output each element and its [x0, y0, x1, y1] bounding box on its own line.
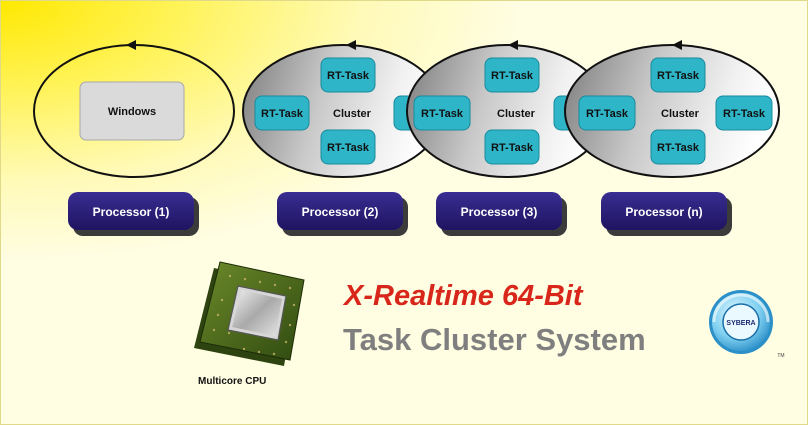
cpu-caption: Multicore CPU [198, 376, 267, 387]
processor-n-label: Processor (n) [625, 205, 702, 219]
rt-task-box [484, 57, 540, 93]
cluster-label: Cluster [661, 108, 700, 120]
rt-task-box [578, 95, 636, 131]
processor-n-group: RT-Task RT-Task Cluster RT-Task RT-Task … [564, 40, 780, 236]
rt-task-label: RT-Task [327, 70, 370, 82]
title-line-2: Task Cluster System [343, 322, 646, 357]
rt-task-label: RT-Task [586, 108, 629, 120]
rt-task-box [320, 129, 376, 165]
processor-3-label: Processor (3) [461, 205, 538, 219]
rt-task-box [320, 57, 376, 93]
rt-task-label: RT-Task [261, 108, 304, 120]
rt-task-label: RT-Task [491, 142, 534, 154]
processor-n-box [601, 192, 727, 230]
processor-1-box [68, 192, 194, 230]
rt-task-box [715, 95, 773, 131]
rt-task-box [413, 95, 471, 131]
rt-task-box [650, 57, 706, 93]
rt-task-label: RT-Task [657, 70, 700, 82]
cluster-label: Cluster [497, 108, 536, 120]
rt-task-box [650, 129, 706, 165]
processor-1-label: Processor (1) [93, 205, 170, 219]
windows-label: Windows [108, 106, 156, 118]
orbit-arrow-icon [508, 40, 518, 50]
sybera-logo-text: SYBERA [726, 320, 755, 327]
processor-3-box [436, 192, 562, 230]
processor-2-label: Processor (2) [302, 205, 379, 219]
orbit-arrow-icon [126, 40, 136, 50]
rt-task-box [484, 129, 540, 165]
orbit-arrow-icon [346, 40, 356, 50]
rt-task-label: RT-Task [421, 108, 464, 120]
cpu-chip-icon [194, 261, 305, 366]
processor-1-group: Windows Processor (1) [33, 40, 235, 236]
orbit-arrow-icon [672, 40, 682, 50]
rt-task-label: RT-Task [327, 142, 370, 154]
processor-2-box [277, 192, 403, 230]
rt-task-label: RT-Task [657, 142, 700, 154]
title-line-1: X-Realtime 64-Bit [344, 280, 583, 312]
trademark-mark: TM [777, 353, 784, 359]
rt-task-label: RT-Task [723, 108, 766, 120]
cluster-label: Cluster [333, 108, 372, 120]
windows-box [79, 81, 185, 141]
rt-task-label: RT-Task [491, 70, 534, 82]
sybera-logo: SYBERA TM [709, 290, 785, 359]
rt-task-box [254, 95, 310, 131]
